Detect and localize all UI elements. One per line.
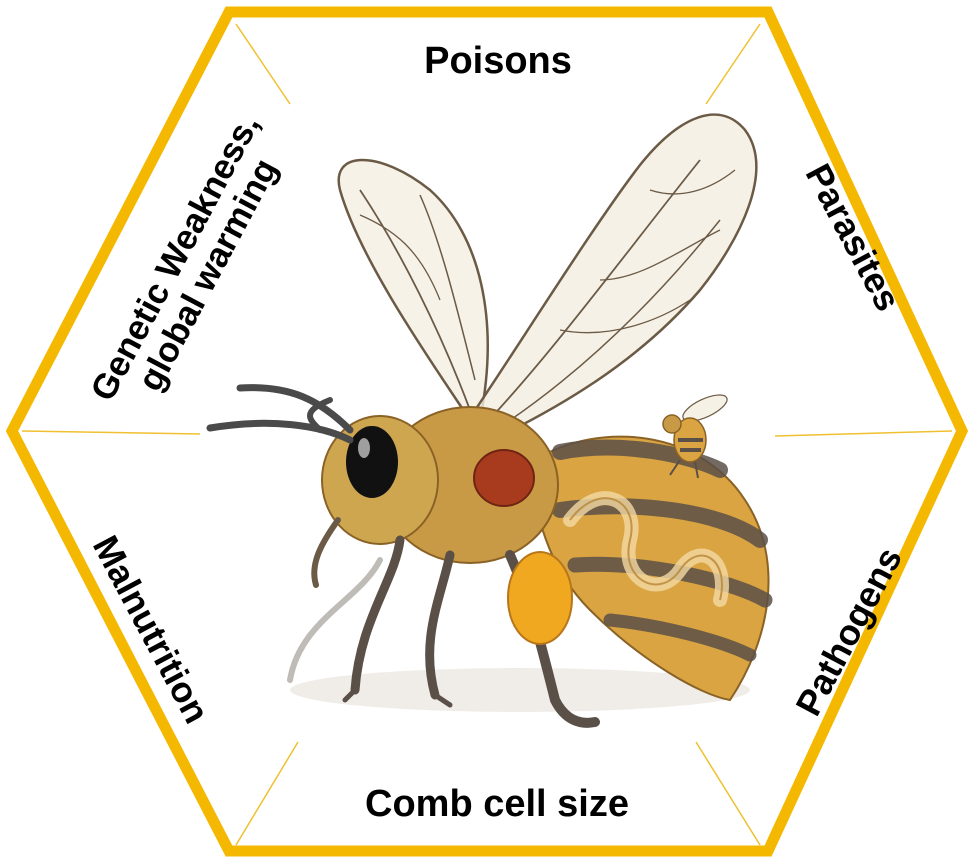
- divider-bottom-right: [696, 742, 760, 845]
- bee-proboscis: [314, 520, 338, 585]
- honeybee-illustration-icon: [210, 115, 769, 723]
- eye-highlight: [358, 438, 370, 458]
- label-poisons-text: Poisons: [398, 42, 598, 82]
- bee-pollen-load: [508, 552, 572, 644]
- bee-antenna-lower: [210, 423, 350, 440]
- bee-gland: [474, 450, 534, 506]
- label-comb-cell-size: Comb cell size: [337, 785, 657, 825]
- divider-top-right: [706, 24, 760, 104]
- divider-right: [775, 431, 952, 436]
- divider-bottom-left: [236, 742, 298, 845]
- label-comb-cell-size-text: Comb cell size: [337, 785, 657, 825]
- bee-wing-back: [339, 160, 488, 420]
- divider-left: [22, 431, 200, 434]
- label-poisons: Poisons: [398, 42, 598, 82]
- divider-top-left: [236, 24, 290, 104]
- small-bee-head: [663, 415, 681, 433]
- bee-eye: [346, 426, 398, 498]
